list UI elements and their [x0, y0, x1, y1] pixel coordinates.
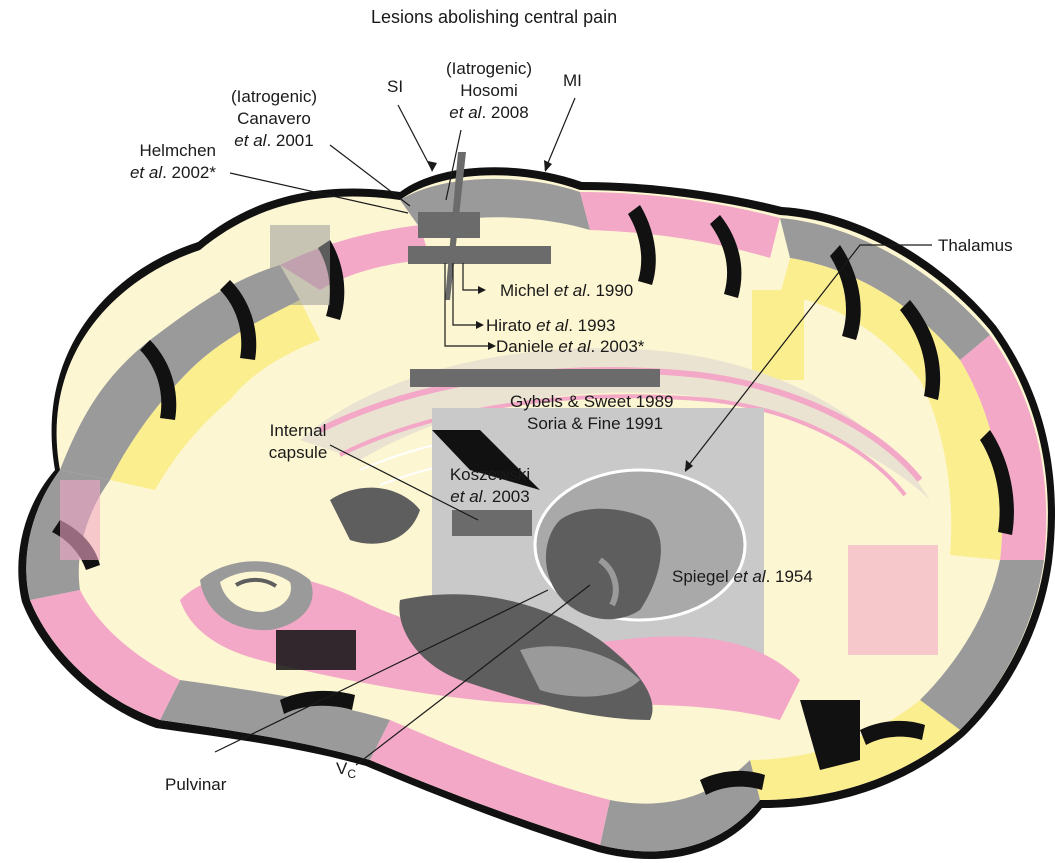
label-thalamus: Thalamus [938, 235, 1013, 257]
label-koszewski-citation: et al. 2003 [430, 486, 550, 508]
label-helmchen-citation: et al. 2002* [108, 162, 216, 184]
lesion-bar-koszewski [452, 510, 532, 536]
label-canavero-citation: et al. 2001 [214, 130, 334, 152]
label-canavero-year: . 2001 [266, 131, 313, 150]
label-koszewski-name: Koszewski [430, 464, 550, 486]
label-hosomi-tag: (Iatrogenic) [428, 58, 550, 80]
label-canavero-etal: et al [234, 131, 266, 150]
label-gybels: Gybels & Sweet 1989 [510, 391, 673, 413]
label-daniele-etal: et al [558, 337, 590, 356]
label-si: SI [387, 76, 403, 98]
lesion-bar-helmchen [418, 212, 480, 238]
label-vc-sub: C [347, 767, 356, 781]
label-hirato: Hirato et al. 1993 [486, 315, 615, 337]
diagram-title: Lesions abolishing central pain [371, 6, 617, 28]
lesion-bar-gybels [410, 369, 660, 387]
label-hosomi-name: Hosomi [428, 80, 550, 102]
label-michel-etal: et al [554, 281, 586, 300]
label-hirato-year: . 1993 [568, 316, 615, 335]
label-michel-name: Michel [500, 281, 554, 300]
label-koszewski-year: . 2003 [482, 487, 529, 506]
label-canavero-name: Canavero [214, 108, 334, 130]
label-helmchen-year: . 2002* [162, 163, 216, 182]
label-pulvinar: Pulvinar [165, 774, 226, 796]
label-koszewski: Koszewski et al. 2003 [430, 464, 550, 508]
label-hosomi-citation: et al. 2008 [428, 102, 550, 124]
label-michel-year: . 1990 [586, 281, 633, 300]
label-hirato-etal: et al [536, 316, 568, 335]
label-spiegel-name: Spiegel [672, 567, 733, 586]
label-vc: VC [336, 758, 356, 785]
label-soria: Soria & Fine 1991 [527, 413, 663, 435]
label-spiegel-etal: et al [733, 567, 765, 586]
label-spiegel: Spiegel et al. 1954 [672, 566, 813, 588]
label-koszewski-etal: et al [450, 487, 482, 506]
label-internal-capsule-line1: Internal [248, 420, 348, 442]
label-helmchen: Helmchen et al. 2002* [108, 140, 216, 184]
label-vc-main: V [336, 759, 347, 778]
label-mi: MI [563, 70, 582, 92]
label-hosomi-etal: et al [449, 103, 481, 122]
label-canavero-tag: (Iatrogenic) [214, 86, 334, 108]
label-internal-capsule-line2: capsule [248, 442, 348, 464]
label-michel: Michel et al. 1990 [500, 280, 633, 302]
label-spiegel-year: . 1954 [766, 567, 813, 586]
label-helmchen-etal: et al [130, 163, 162, 182]
label-canavero: (Iatrogenic) Canavero et al. 2001 [214, 86, 334, 152]
label-hosomi-year: . 2008 [481, 103, 528, 122]
label-daniele: Daniele et al. 2003* [496, 336, 644, 358]
label-daniele-name: Daniele [496, 337, 558, 356]
label-hirato-name: Hirato [486, 316, 536, 335]
lesion-bar-canavero [408, 246, 551, 264]
label-hosomi: (Iatrogenic) Hosomi et al. 2008 [428, 58, 550, 124]
label-helmchen-name: Helmchen [108, 140, 216, 162]
label-daniele-year: . 2003* [591, 337, 645, 356]
label-internal-capsule: Internal capsule [248, 420, 348, 464]
